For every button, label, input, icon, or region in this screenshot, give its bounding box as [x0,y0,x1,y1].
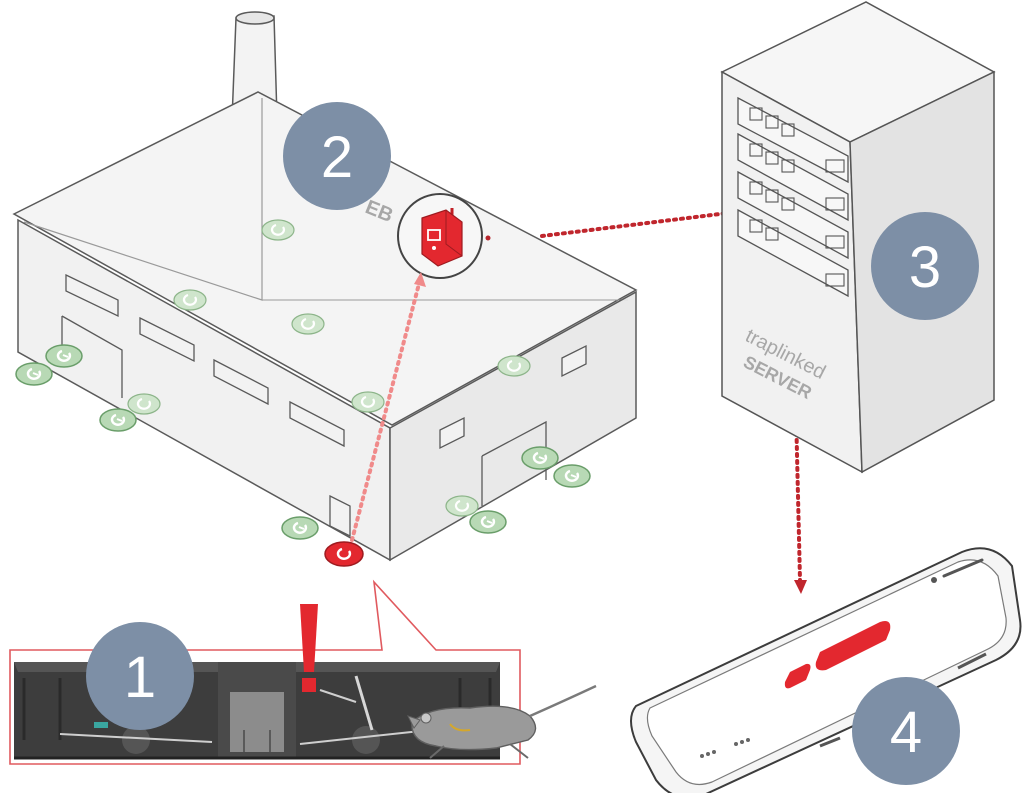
step-number-4: 4 [890,700,922,765]
rat-icon [407,684,597,759]
trap-alert-exclamation-icon [300,604,318,692]
link-trap-to-gateway [350,278,422,542]
phone-alert-exclamation-icon [784,621,891,689]
step-badge-2: 2 [283,102,391,210]
factory-building [12,11,638,562]
smartphone [630,547,1022,793]
step-number-2: 2 [321,125,353,190]
step-badge-4: 4 [852,677,960,785]
step-badge-1: 1 [86,622,194,730]
triggered-trap [324,541,364,567]
step-number-1: 1 [124,645,156,710]
gateway-callout [397,193,491,279]
step-badge-3: 3 [871,212,979,320]
gateway-device-icon [421,208,463,267]
link-gateway-to-server [540,211,730,238]
step-number-3: 3 [909,235,941,300]
mouse-trap [14,662,500,760]
